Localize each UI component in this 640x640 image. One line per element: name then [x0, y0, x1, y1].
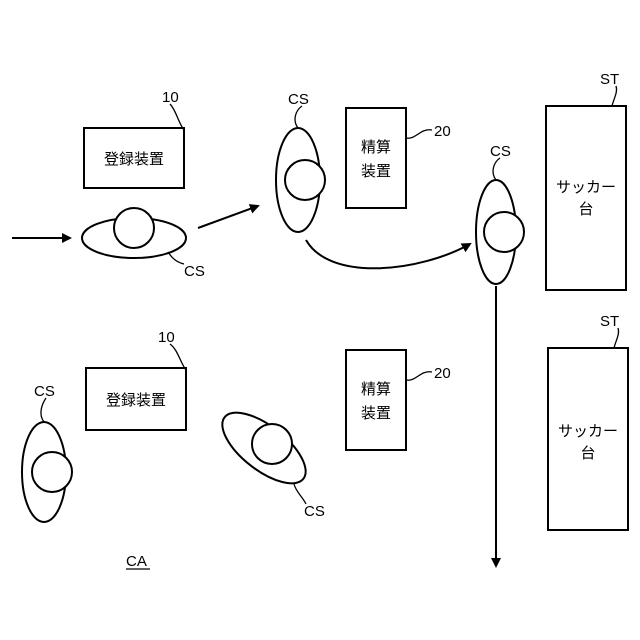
customer-figure-3: CS: [476, 143, 524, 284]
settlement-ref-leader: [406, 130, 432, 138]
customer-head: [252, 424, 292, 464]
settlement-device-box: [346, 108, 406, 208]
customer-ref-leader: [168, 252, 184, 264]
register-device-label: 登録装置: [104, 150, 164, 168]
sacker-table-top: サッカー 台 ST: [546, 71, 626, 290]
customer-ref-leader: [294, 484, 306, 504]
sacker-label-line2: 台: [578, 200, 593, 218]
sacker-table-box: [546, 106, 626, 290]
arrow-to-sacker: [306, 240, 470, 268]
settlement-ref-leader: [406, 372, 432, 380]
customer-head: [114, 208, 154, 248]
sacker-ref-label: ST: [600, 71, 619, 88]
settlement-label-line2: 装置: [361, 404, 391, 422]
register-ref-leader: [170, 104, 184, 130]
sacker-ref-leader: [612, 86, 617, 106]
sacker-label-line1: サッカー: [556, 178, 616, 196]
register-device-top: 登録装置 10: [84, 89, 184, 188]
customer-ref-label: CS: [34, 383, 55, 400]
customer-figure-5: CS: [211, 400, 325, 520]
register-device-bottom: 登録装置 10: [86, 329, 186, 430]
sacker-label-line1: サッカー: [558, 422, 618, 440]
customer-ref-leader: [41, 398, 46, 422]
sacker-ref-label: ST: [600, 313, 619, 330]
settlement-device-box: [346, 350, 406, 450]
settlement-device-bottom: 精算 装置 20: [346, 350, 451, 450]
area-label-text: CA: [126, 553, 147, 570]
customer-head: [285, 160, 325, 200]
settlement-label-line1: 精算: [361, 380, 391, 398]
customer-figure-1: CS: [82, 208, 205, 280]
settlement-label-line2: 装置: [361, 162, 391, 180]
register-ref-label: 10: [158, 329, 175, 346]
customer-head: [484, 212, 524, 252]
register-device-label: 登録装置: [106, 391, 166, 409]
register-ref-leader: [170, 344, 186, 370]
arrow-to-settlement: [198, 206, 258, 228]
settlement-label-line1: 精算: [361, 138, 391, 156]
sacker-table-bottom: サッカー 台 ST: [548, 313, 628, 530]
register-ref-label: 10: [162, 89, 179, 106]
customer-ref-label: CS: [490, 143, 511, 160]
customer-ref-leader: [295, 106, 302, 128]
customer-ref-label: CS: [288, 91, 309, 108]
customer-ref-label: CS: [184, 263, 205, 280]
sacker-ref-leader: [614, 328, 619, 348]
customer-ref-leader: [493, 158, 500, 180]
customer-figure-4: CS: [22, 383, 72, 522]
settlement-ref-label: 20: [434, 365, 451, 382]
customer-figure-2: CS: [276, 91, 325, 232]
customer-head: [32, 452, 72, 492]
settlement-ref-label: 20: [434, 123, 451, 140]
sacker-label-line2: 台: [580, 444, 595, 462]
customer-ref-label: CS: [304, 503, 325, 520]
settlement-device-top: 精算 装置 20: [346, 108, 451, 208]
area-label: CA: [126, 553, 150, 570]
